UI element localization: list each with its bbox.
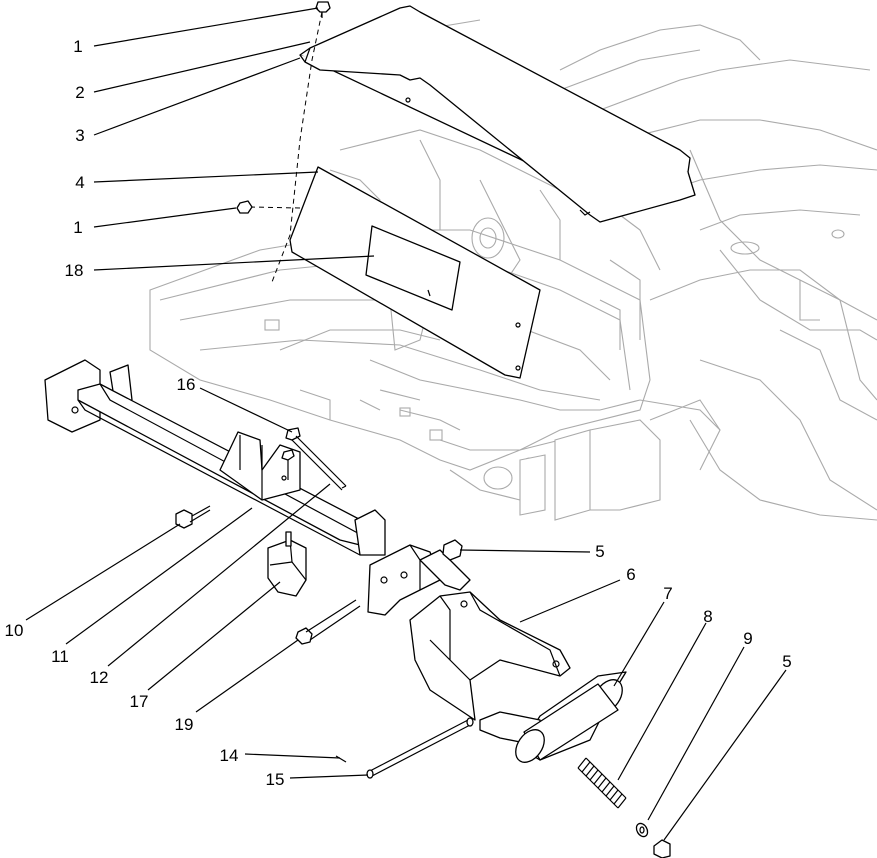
- rubber-bumper: [267, 531, 307, 597]
- callout-10: 10: [5, 621, 24, 640]
- callout-7: 7: [663, 584, 672, 603]
- leader-lines: [25, 7, 787, 841]
- bolt-10: [175, 505, 211, 529]
- callout-19: 19: [175, 715, 194, 734]
- spring: [577, 757, 627, 809]
- callout-9: 9: [743, 629, 752, 648]
- lower-shield-panel: [289, 166, 541, 379]
- decal-plate: [365, 225, 461, 311]
- callout-12: 12: [90, 668, 109, 687]
- callout-16: 16: [177, 375, 196, 394]
- link-arm: [409, 591, 571, 721]
- callout-labels: 1 2 3 4 1 18 16 5 6 7 8 9 5 10 11 12 17 …: [5, 37, 792, 789]
- pivot-rod: [335, 717, 474, 779]
- upper-shield-panel: [299, 5, 696, 223]
- callout-17: 17: [130, 692, 149, 711]
- nut-1: [236, 200, 253, 214]
- callout-6: 6: [626, 565, 635, 584]
- callout-15: 15: [266, 770, 285, 789]
- callout-4: 4: [75, 173, 84, 192]
- callout-2: 2: [75, 83, 84, 102]
- callout-1-top: 1: [73, 37, 82, 56]
- callout-1-mid: 1: [73, 218, 82, 237]
- callout-5-upper: 5: [595, 542, 604, 561]
- callout-8: 8: [703, 607, 712, 626]
- callout-18: 18: [65, 261, 84, 280]
- roller: [479, 671, 627, 763]
- nut-5-upper: [442, 539, 463, 561]
- callout-3: 3: [75, 126, 84, 145]
- nut-5-lower: [653, 839, 671, 858]
- washer: [635, 822, 649, 838]
- small-bolt: [281, 449, 295, 480]
- callout-5-lower: 5: [782, 652, 791, 671]
- callout-11: 11: [51, 647, 69, 666]
- bolt-19: [295, 599, 361, 645]
- callout-14: 14: [220, 746, 239, 765]
- bolt-1-top: [315, 1, 331, 18]
